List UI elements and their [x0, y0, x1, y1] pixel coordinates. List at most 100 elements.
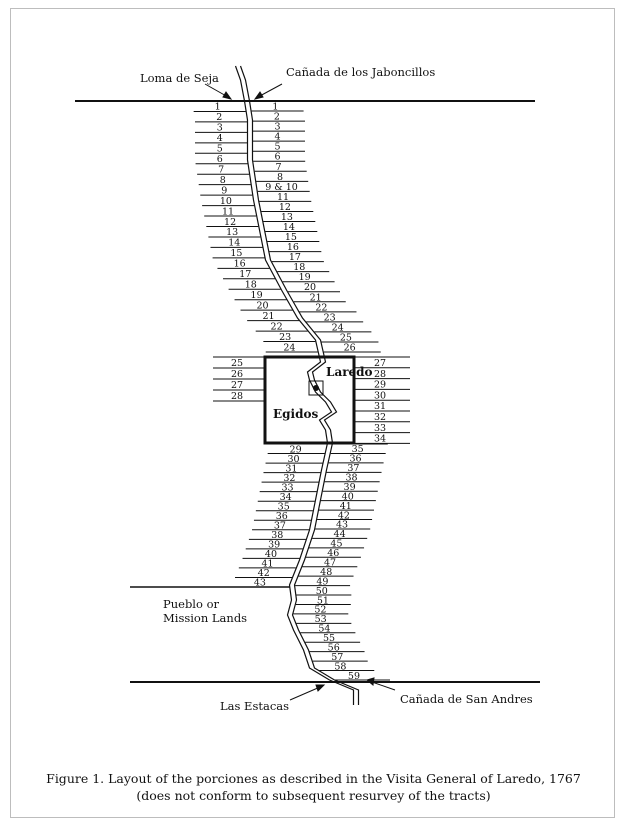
north-right-tract-label: 18: [293, 262, 305, 273]
north-left-tract-label: 19: [251, 290, 263, 301]
east-mid-tract-label: 32: [374, 412, 386, 423]
north-left-tract-label: 20: [257, 300, 269, 311]
north-right-tract-label: 19: [299, 272, 311, 283]
south-right-tract-label: 40: [342, 491, 354, 502]
north-right-tract-label: 20: [304, 282, 316, 293]
laredo-town-square: [308, 380, 324, 396]
north-left-tract-label: 22: [271, 321, 283, 332]
south-right-tract-label: 56: [328, 642, 340, 653]
north-right-tract-label: 26: [344, 342, 356, 353]
loma-de-seja-label: Loma de Seja: [140, 71, 219, 85]
south-right-tract-label: 55: [323, 633, 335, 644]
river-west-bank: [234, 65, 355, 705]
west-mid-tract-label: 28: [231, 391, 243, 402]
north-right-tract-label: 8: [277, 172, 283, 183]
south-left-tract-label: 43: [254, 578, 266, 589]
south-right-tract-label: 58: [334, 661, 346, 672]
loma-arrow-head: [222, 91, 233, 100]
north-left-tract-label: 13: [226, 227, 238, 238]
san-andres-arrow-line: [371, 681, 396, 691]
south-left-tract-label: 39: [268, 540, 280, 551]
north-left-tract-label: 12: [224, 217, 236, 228]
south-right-tract-label: 35: [352, 444, 364, 455]
south-left-tract-label: 33: [281, 482, 293, 493]
east-mid-tract-label: 34: [374, 434, 386, 445]
pueblo-label-line2: Mission Lands: [163, 611, 247, 625]
north-left-tract-label: 7: [218, 164, 224, 175]
estacas-arrow-head: [315, 684, 326, 692]
las-estacas-label: Las Estacas: [220, 699, 289, 713]
tract-numbers: 1234567891011121314151617181920212223241…: [215, 102, 386, 682]
south-right-tract-label: 36: [349, 454, 361, 465]
south-left-tract-label: 32: [283, 473, 295, 484]
figure-frame: [10, 8, 615, 818]
canada-jaboncillos-label: Cañada de los Jaboncillos: [286, 65, 435, 79]
east-mid-tract-label: 29: [374, 380, 386, 391]
north-left-tract-label: 6: [217, 154, 223, 165]
north-right-tract-label: 21: [310, 292, 322, 303]
south-right-tract-label: 38: [345, 473, 357, 484]
caption-line-2: (does not conform to subsequent resurvey…: [136, 788, 491, 803]
north-right-tract-label: 15: [285, 232, 297, 243]
north-left-tract-label: 11: [222, 206, 234, 217]
estacas-arrow-line: [289, 686, 321, 701]
north-left-tract-label: 5: [217, 144, 223, 155]
south-right-tract-label: 37: [347, 463, 359, 474]
tract-lines: [192, 100, 410, 681]
south-right-tract-label: 54: [318, 624, 330, 635]
canada-san-andres-label: Cañada de San Andres: [400, 692, 533, 706]
south-right-tract-label: 52: [314, 605, 326, 616]
south-left-tract-label: 40: [265, 549, 277, 560]
north-left-tract-label: 18: [245, 280, 257, 291]
south-left-tract-label: 35: [278, 501, 290, 512]
north-right-tract-label: 24: [332, 322, 344, 333]
east-mid-tract-label: 31: [374, 401, 386, 412]
south-right-tract-label: 42: [338, 510, 350, 521]
east-mid-tract-label: 28: [374, 369, 386, 380]
north-right-tract-label: 1: [272, 102, 278, 113]
north-right-tract-label: 9 & 10: [265, 182, 298, 193]
north-left-tract-label: 17: [239, 269, 251, 280]
north-left-tract-label: 24: [283, 342, 295, 353]
north-right-tract-label: 5: [274, 142, 280, 153]
north-right-tract-label: 7: [275, 162, 281, 173]
south-right-tract-label: 48: [320, 567, 332, 578]
west-mid-tract-label: 27: [231, 380, 243, 391]
south-right-tract-label: 49: [316, 576, 328, 587]
west-mid-tract-label: 26: [231, 369, 243, 380]
caption-line-1: Figure 1. Layout of the porciones as des…: [46, 771, 581, 786]
south-right-tract-label: 41: [340, 501, 352, 512]
north-left-tract-label: 14: [228, 238, 240, 249]
north-left-tract-label: 9: [221, 185, 227, 196]
south-right-tract-label: 50: [316, 586, 328, 597]
south-right-tract-label: 59: [348, 671, 360, 682]
south-right-tract-label: 44: [334, 529, 346, 540]
south-left-tract-label: 34: [280, 492, 292, 503]
east-mid-tract-label: 33: [374, 423, 386, 434]
south-left-tract-label: 36: [276, 511, 288, 522]
pueblo-label-line1: Pueblo or: [163, 597, 219, 611]
north-left-tract-label: 16: [234, 259, 246, 270]
south-left-tract-label: 38: [271, 530, 283, 541]
north-left-tract-label: 4: [217, 133, 223, 144]
west-mid-tract-label: 25: [231, 358, 243, 369]
north-left-tract-label: 23: [279, 332, 291, 343]
south-right-tract-label: 53: [315, 614, 327, 625]
north-right-tract-label: 25: [340, 332, 352, 343]
north-left-tract-label: 21: [263, 311, 275, 322]
east-mid-tract-label: 30: [374, 390, 386, 401]
south-left-tract-label: 42: [258, 568, 270, 579]
south-right-tract-label: 43: [336, 520, 348, 531]
north-right-tract-label: 14: [283, 222, 295, 233]
egidos-square: [263, 355, 356, 445]
south-right-tract-label: 39: [344, 482, 356, 493]
south-right-tract-label: 47: [324, 558, 336, 569]
egidos-label: Egidos: [273, 407, 318, 421]
south-left-tract-label: 30: [287, 454, 299, 465]
north-right-tract-label: 12: [279, 202, 291, 213]
north-right-tract-label: 23: [324, 312, 336, 323]
north-left-tract-label: 10: [220, 196, 232, 207]
east-mid-tract-label: 27: [374, 358, 386, 369]
south-right-tract-label: 45: [330, 539, 342, 550]
